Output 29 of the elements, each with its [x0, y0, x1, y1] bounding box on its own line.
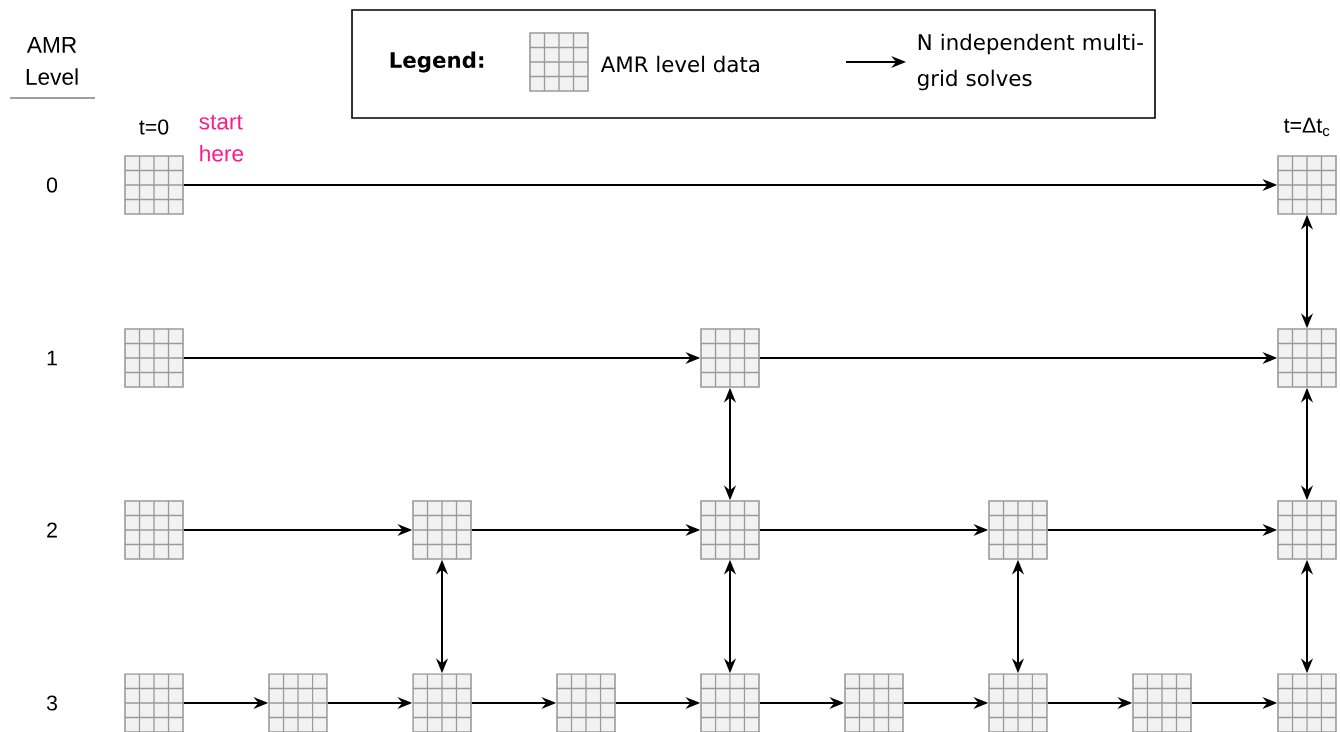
start-note: start here	[199, 114, 244, 162]
level-number: 2	[47, 522, 57, 538]
grid-box	[1277, 328, 1337, 388]
level-number: 0	[46, 177, 58, 193]
grid-box	[124, 328, 184, 388]
grid-box	[700, 500, 760, 560]
grid-box	[1277, 500, 1337, 560]
grid-box	[124, 155, 184, 215]
legend-title: Legend:	[390, 51, 484, 73]
grid-box	[700, 673, 760, 732]
legend-text: AMR level data	[600, 55, 759, 73]
grid-box	[1277, 155, 1337, 215]
grid-box	[412, 673, 472, 732]
column-heading: AMR Level	[26, 37, 78, 85]
level-number: 3	[46, 695, 57, 711]
grid-box	[988, 673, 1048, 732]
legend-text: N independent multi-grid solves	[917, 33, 1143, 91]
time-label: t=0	[139, 119, 169, 135]
grid-box	[556, 673, 616, 732]
grid-box	[412, 500, 472, 560]
grid-box	[1277, 673, 1337, 732]
grid-box	[268, 673, 328, 732]
grid-box	[988, 500, 1048, 560]
level-number: 1	[47, 350, 57, 366]
grid-box	[124, 673, 184, 732]
grid-box	[124, 500, 184, 560]
grid-box	[1132, 673, 1192, 732]
grid-box	[844, 673, 904, 732]
grid-box	[700, 328, 760, 388]
